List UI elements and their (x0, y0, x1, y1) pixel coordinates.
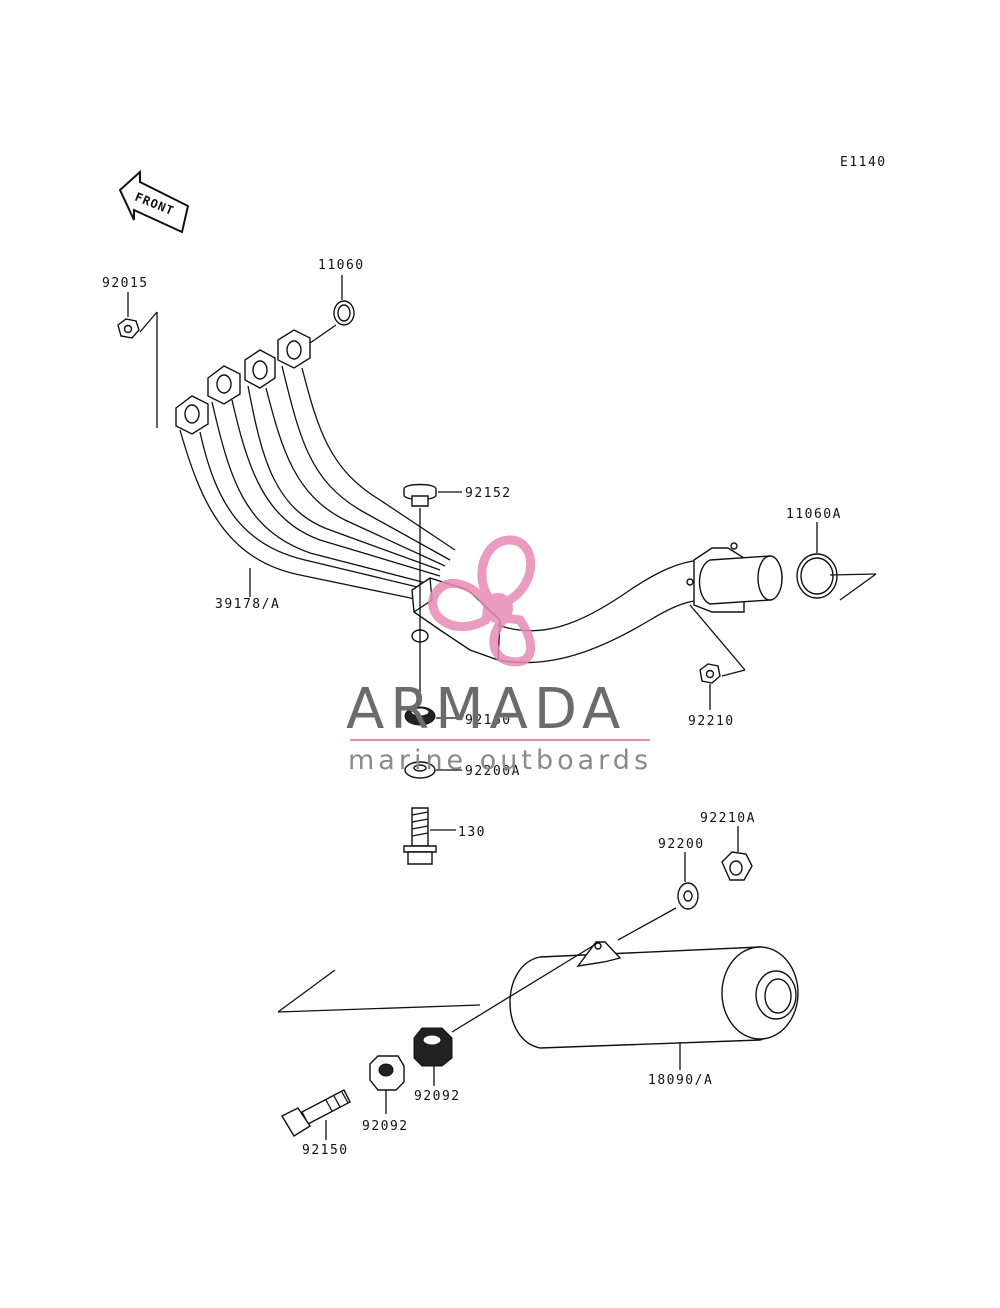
part-label-92152: 92152 (465, 486, 512, 501)
watermark-title: ARMADA (346, 677, 626, 742)
nut-92210a[interactable] (721, 851, 753, 881)
washer-92200a[interactable] (404, 761, 436, 779)
bolt-130[interactable] (403, 807, 437, 865)
part-label-92200a: 92200A (465, 764, 521, 779)
grommet-92152[interactable] (403, 483, 437, 507)
part-label-11060a: 11060A (786, 507, 842, 522)
part-label-18090a: 18090/A (648, 1073, 713, 1088)
gasket-11060a[interactable] (796, 553, 838, 599)
nut-92210[interactable] (699, 663, 721, 684)
part-label-92092-lower: 92092 (362, 1119, 409, 1134)
part-label-92150: 92150 (302, 1143, 349, 1158)
part-label-130: 130 (458, 825, 486, 840)
part-label-92092-upper: 92092 (414, 1089, 461, 1104)
part-label-92210a: 92210A (700, 811, 756, 826)
damper-92092-upper[interactable] (413, 1027, 453, 1067)
damper-92160[interactable] (404, 706, 436, 726)
part-label-92210: 92210 (688, 714, 735, 729)
part-label-39178a: 39178/A (215, 597, 280, 612)
diagram-code: E1140 (840, 155, 887, 170)
watermark-subtitle: marine outboards (348, 745, 652, 776)
part-label-92160: 92160 (465, 713, 512, 728)
part-label-92015: 92015 (102, 276, 149, 291)
gasket-11060[interactable] (333, 300, 355, 326)
front-arrow-icon: FRONT (118, 169, 190, 234)
washer-92200[interactable] (677, 882, 699, 910)
nut-92015[interactable] (117, 318, 140, 339)
muffler-18090[interactable] (509, 941, 799, 1049)
bolt-92150[interactable] (281, 1089, 351, 1137)
armada-logo-icon (428, 535, 536, 667)
damper-92092-lower[interactable] (369, 1055, 405, 1091)
part-label-11060: 11060 (318, 258, 365, 273)
part-label-92200: 92200 (658, 837, 705, 852)
